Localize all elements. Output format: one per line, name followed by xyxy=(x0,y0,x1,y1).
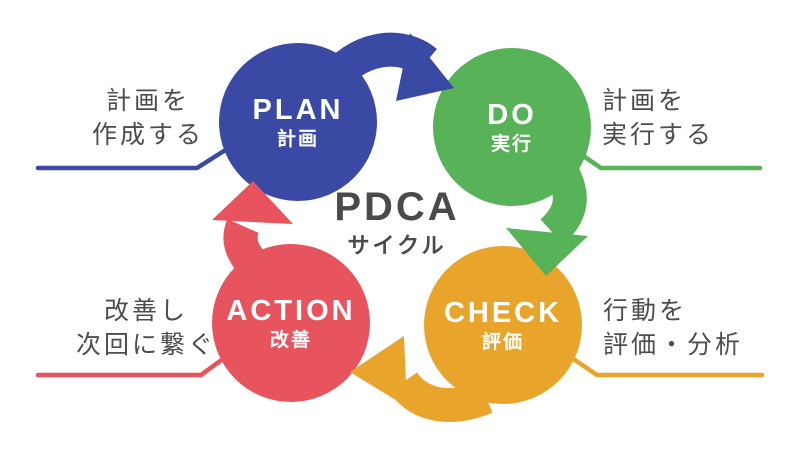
plan-annotation-line2: 作成する xyxy=(91,121,204,149)
plan-annotation: 計画を 作成する xyxy=(43,84,253,152)
do-annotation: 計画を 実行する xyxy=(602,84,714,152)
do-to-check-arrow-band xyxy=(540,152,587,245)
plan-annotation-line1: 計画を xyxy=(105,87,190,115)
diagram-title-sub: サイクル xyxy=(347,233,447,258)
check-to-action-arrow-head xyxy=(350,336,407,407)
do-annotation-line xyxy=(576,150,763,171)
action-to-plan-arrow-head xyxy=(212,181,293,224)
action-annotation-line2: 次回に繋ぐ xyxy=(75,331,216,359)
check-to-action-arrow-band xyxy=(388,371,493,422)
diagram-title: PDCA サイクル xyxy=(317,186,477,261)
plan-to-do-arrow-head xyxy=(396,33,454,101)
action-annotation: 改善し 次回に繋ぐ xyxy=(41,294,251,362)
action-annotation-line xyxy=(35,353,230,378)
action-annotation-line1: 改善し xyxy=(103,297,188,325)
check-annotation-line2: 評価・分析 xyxy=(603,331,744,359)
check-annotation: 行動を 評価・分析 xyxy=(603,294,743,362)
check-circle xyxy=(424,246,582,404)
do-to-check-arrow xyxy=(506,152,588,276)
do-annotation-line1: 計画を xyxy=(602,87,687,115)
plan-annotation-line xyxy=(35,146,230,171)
do-annotation-line2: 実行する xyxy=(602,121,715,149)
diagram-title-main: PDCA xyxy=(334,185,460,229)
do-to-check-arrow-head xyxy=(506,228,588,276)
check-annotation-line xyxy=(569,355,765,378)
check-annotation-line1: 行動を xyxy=(603,297,688,325)
action-to-plan-arrow-band xyxy=(223,219,273,286)
plan-to-do-arrow xyxy=(317,32,454,101)
action-to-plan-arrow xyxy=(212,181,293,286)
check-to-action-arrow xyxy=(350,336,493,422)
